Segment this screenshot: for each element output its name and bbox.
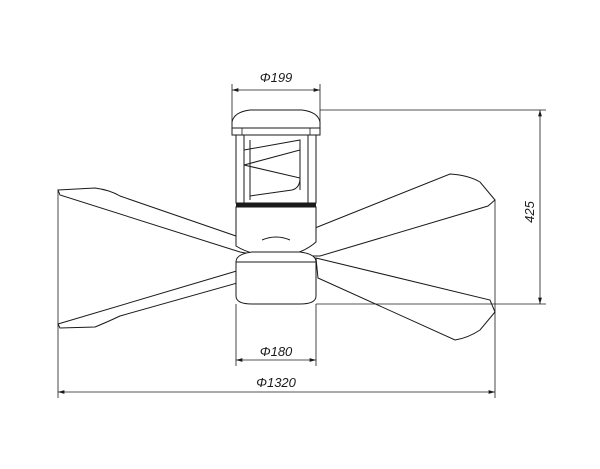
span-diameter-label: Φ1320 — [256, 375, 297, 390]
fan-body — [231, 109, 321, 305]
dimension-span: Φ1320 — [57, 190, 496, 398]
height-label: 425 — [522, 200, 537, 222]
fan-blades — [57, 173, 496, 341]
blade-right-upper — [284, 173, 496, 257]
dimension-top-width: Φ199 — [231, 70, 321, 122]
light-kit — [235, 251, 317, 305]
downrod-housing — [235, 134, 317, 204]
dimension-height: 425 — [316, 109, 546, 305]
canopy — [231, 109, 321, 136]
top-diameter-label: Φ199 — [260, 70, 293, 85]
blade-left-lower — [57, 263, 263, 329]
dimension-light-width: Φ180 — [235, 304, 317, 366]
blade-right-lower — [315, 257, 496, 341]
motor-housing — [235, 206, 317, 257]
blade-left-upper — [57, 187, 263, 257]
light-diameter-label: Φ180 — [260, 344, 293, 359]
